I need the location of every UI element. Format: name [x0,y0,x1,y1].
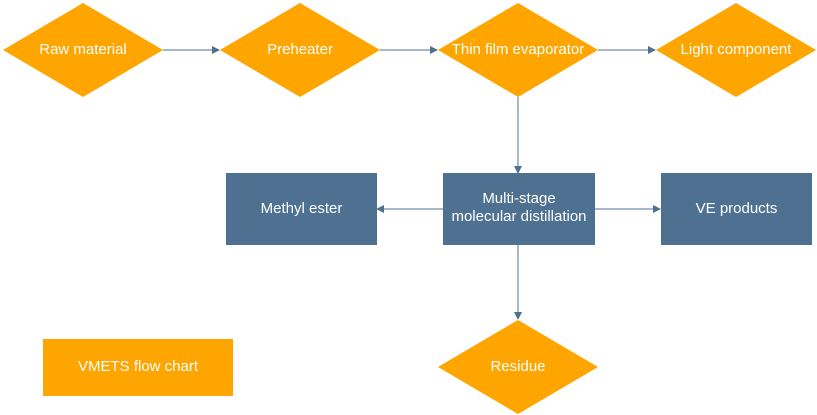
thin-film-evaporator-diamond [438,3,598,97]
legend-label: VMETS flow chart [77,358,199,375]
distillation-label-line2: molecular distillation [451,208,587,225]
ve-products-box [661,173,812,245]
distillation-box [443,173,595,245]
preheater-diamond [220,3,380,97]
ve-products-label: VE products [695,200,778,217]
methyl-ester-label: Methyl ester [260,200,343,217]
raw-material-diamond [3,3,163,97]
thin-film-evaporator-label: Thin film evaporator [451,41,585,58]
light-component-label: Light component [680,41,792,58]
legend-box [43,339,233,396]
light-component-diamond [656,3,816,97]
preheater-label: Preheater [267,41,333,58]
residue-diamond [438,320,598,414]
residue-label: Residue [490,358,546,375]
methyl-ester-box [226,173,377,245]
distillation-label-line1: Multi-stage [482,190,556,207]
raw-material-label: Raw material [39,41,127,58]
